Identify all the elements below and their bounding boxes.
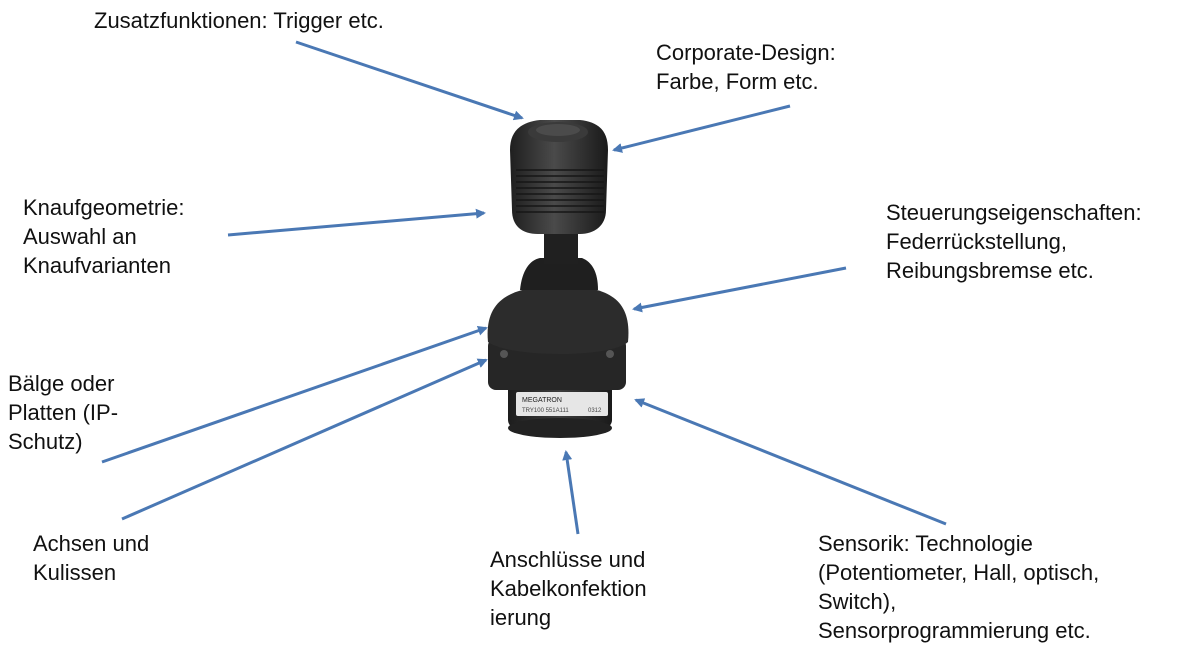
label-line: Farbe, Form etc.: [656, 69, 819, 94]
label-sensorik: Sensorik: Technologie (Potentiometer, Ha…: [818, 529, 1099, 645]
label-line: Reibungsbremse etc.: [886, 258, 1094, 283]
arrow-zusatzfunktionen: [295, 40, 524, 121]
label-line: Anschlüsse und: [490, 547, 646, 572]
label-line: (Potentiometer, Hall, optisch,: [818, 560, 1100, 585]
label-line: Sensorik: Technologie: [818, 531, 1033, 556]
joystick-label-plate: [516, 392, 608, 416]
joystick-boot: [487, 286, 629, 354]
joystick-image: MEGATRON TRY100 551A111 0312: [487, 120, 629, 438]
label-line: Kulissen: [33, 560, 117, 585]
label-line: ierung: [490, 605, 552, 630]
label-line: Achsen und: [33, 531, 150, 556]
arrow-steuerungseigenschaften: [632, 266, 847, 313]
label-line: Switch),: [818, 589, 897, 614]
label-line: Kabelkonfektion: [490, 576, 647, 601]
label-achsen: Achsen und Kulissen: [33, 529, 149, 587]
label-line: Platten (IP-: [8, 400, 119, 425]
code-label: 0312: [588, 408, 602, 414]
label-baelge: Bälge oder Platten (IP- Schutz): [8, 369, 118, 456]
arrow-baelge-1: [101, 325, 488, 464]
label-corporate-design: Corporate-Design: Farbe, Form etc.: [656, 38, 836, 96]
label-line: Federrückstellung,: [886, 229, 1067, 254]
label-line: Sensorprogrammierung etc.: [818, 618, 1091, 643]
arrow-corporate-design: [612, 104, 791, 153]
label-line: Bälge oder: [8, 371, 115, 396]
label-line: Auswahl an: [23, 224, 137, 249]
label-knaufgeometrie: Knaufgeometrie: Auswahl an Knaufvariante…: [23, 193, 184, 280]
arrow-baelge-2: [121, 358, 488, 521]
label-steuerungseigenschaften: Steuerungseigenschaften: Federrückstellu…: [886, 198, 1142, 285]
label-line: Steuerungseigenschaften:: [886, 200, 1142, 225]
label-anschluesse: Anschlüsse und Kabelkonfektion ierung: [490, 545, 647, 632]
arrow-sensorik: [634, 398, 947, 526]
label-zusatzfunktionen: Zusatzfunktionen: Trigger etc.: [94, 6, 384, 35]
label-line: Knaufvarianten: [23, 253, 171, 278]
label-line: Schutz): [8, 429, 83, 454]
label-line: Corporate-Design:: [656, 40, 836, 65]
arrow-anschluesse: [562, 450, 580, 535]
brand-label: MEGATRON: [522, 397, 562, 404]
label-line: Knaufgeometrie:: [23, 195, 185, 220]
arrow-knaufgeometrie: [227, 208, 486, 237]
label-line: Zusatzfunktionen: Trigger etc.: [94, 8, 384, 33]
part-number-label: TRY100 551A111: [522, 408, 569, 414]
